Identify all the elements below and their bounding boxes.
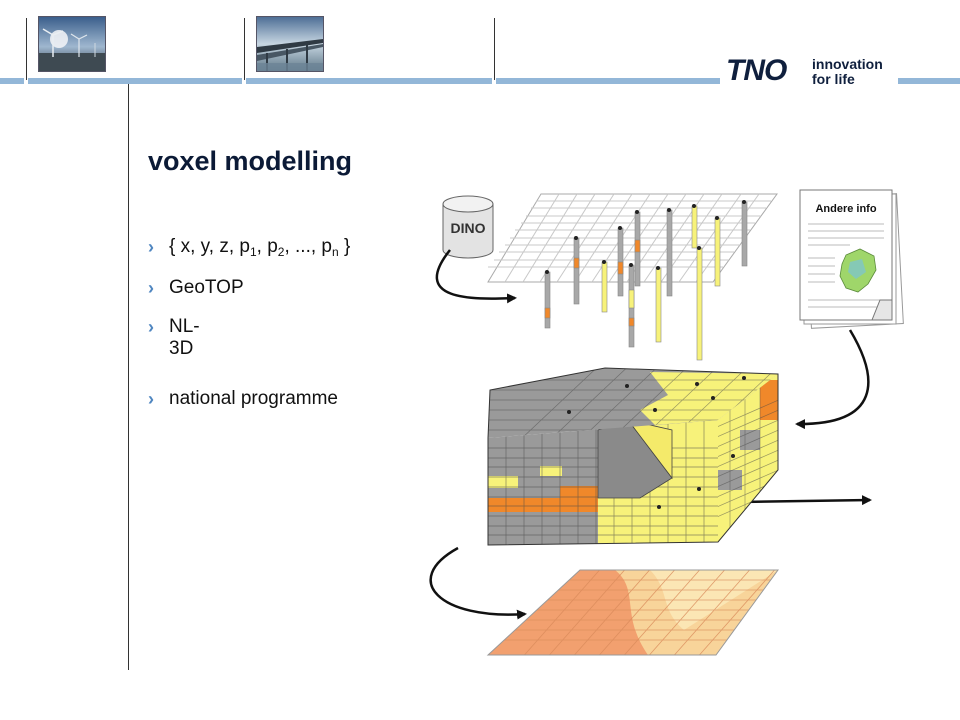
bullet-coordinates: › { x, y, z, p1, p2, ..., pn }: [148, 236, 350, 258]
thumbnail-bridge: [256, 16, 324, 72]
tagline-line-1: innovation: [812, 56, 883, 72]
header-bar: [496, 78, 720, 84]
document-icon: Andere info: [799, 189, 904, 329]
derived-map-plane: [486, 569, 779, 656]
database-icon: DINO: [442, 195, 494, 259]
bullet-text: NL-3D: [169, 316, 200, 359]
bullet-geotop: › GeoTOP: [148, 277, 244, 299]
voxel-block: [487, 367, 779, 546]
coords-sep-2: , ..., p: [284, 236, 332, 257]
divider-line: [244, 18, 245, 80]
arrow-icon: [435, 249, 517, 304]
bullet-text: national programme: [169, 388, 338, 409]
coords-sep-1: , p: [256, 236, 278, 257]
bullet-chevron-icon: ›: [148, 317, 154, 337]
thumbnail-wind-turbines: [38, 16, 106, 72]
bullet-chevron-icon: ›: [148, 278, 154, 298]
logo-tagline: innovation for life: [812, 57, 883, 87]
voxel-model-diagram: DINO: [429, 189, 904, 656]
coords-close: }: [338, 236, 351, 257]
bullet-chevron-icon: ›: [148, 237, 154, 257]
content-divider-line: [128, 84, 129, 670]
coords-sub-n: n: [332, 245, 339, 259]
header-bar: [246, 78, 492, 84]
header-bar: [28, 78, 242, 84]
arrow-icon: [795, 329, 870, 430]
database-label: DINO: [451, 220, 486, 236]
bullet-nl3d: › NL-3D: [148, 316, 200, 359]
arrow-icon: [429, 546, 527, 620]
divider-line: [494, 18, 495, 80]
coords-open: { x, y, z, p: [169, 236, 250, 257]
tno-logo: TNO innovation for life: [726, 52, 896, 92]
bullet-chevron-icon: ›: [148, 389, 154, 409]
divider-line: [26, 18, 27, 80]
header-bar: [898, 78, 960, 84]
bullet-text: GeoTOP: [169, 277, 244, 298]
document-title: Andere info: [815, 203, 876, 215]
header-bar: [0, 78, 24, 84]
logo-mark: TNO: [726, 54, 787, 87]
coords-sub-1: 1: [249, 245, 257, 259]
tagline-line-2: for life: [812, 71, 855, 87]
arrow-icon: [739, 495, 872, 506]
borehole-grid: [487, 193, 778, 361]
coords-sub-2: 2: [277, 245, 285, 259]
bullet-national-programme: › national programme: [148, 388, 338, 410]
slide-title: voxel modelling: [148, 146, 353, 176]
